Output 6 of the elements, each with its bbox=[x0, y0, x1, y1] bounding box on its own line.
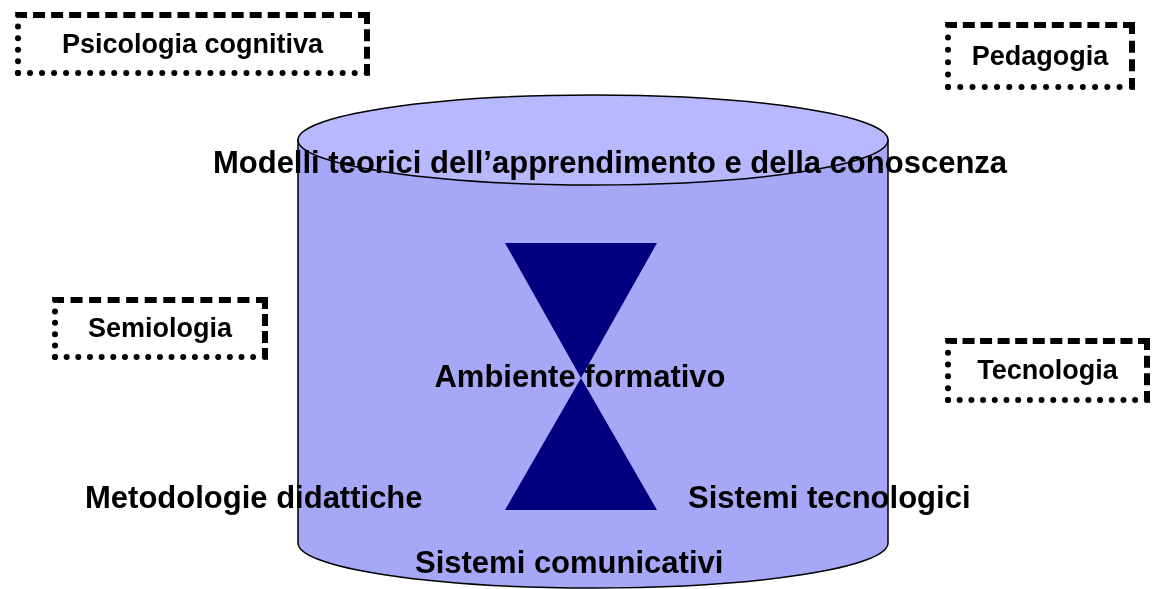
topic-box: Tecnologia bbox=[945, 338, 1150, 403]
topic-box: Pedagogia bbox=[945, 22, 1135, 90]
topic-box: Semiologia bbox=[52, 297, 268, 360]
topic-box: Psicologia cognitiva bbox=[15, 12, 370, 76]
center-label: Ambiente formativo bbox=[433, 359, 727, 395]
area-label: Sistemi comunicativi bbox=[415, 545, 724, 581]
